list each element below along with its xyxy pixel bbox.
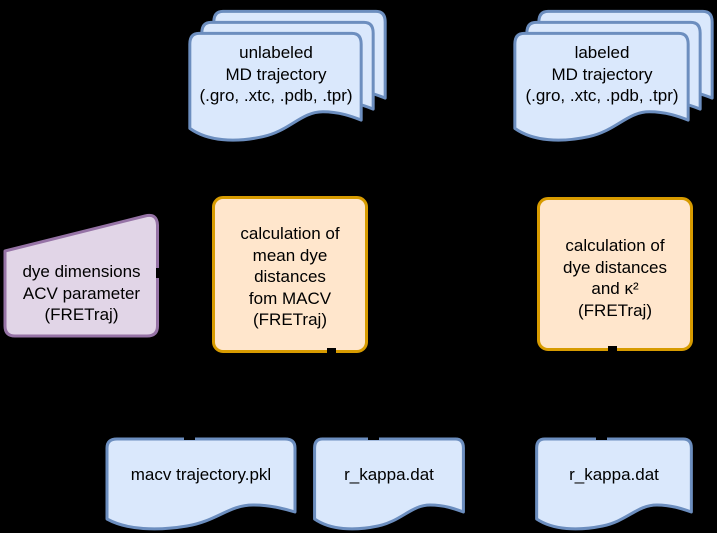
parameter-card-icon [3,213,159,338]
document-icon [313,437,465,533]
node-output-macv-pkl: macv trajectory.pkl [105,437,297,533]
document-page-front-icon [188,31,363,145]
connector-stub-param-out [156,268,165,278]
document-icon [105,437,297,533]
node-calc-macv: calculation of mean dye distances fom MA… [212,196,368,353]
connector-stub-calc-macv-out-right [327,348,336,355]
document-page-front-icon [513,31,690,145]
node-dye-parameters: dye dimensions ACV parameter (FRETraj) [3,212,160,339]
node-labeled-md-trajectory: labeled MD trajectory (.gro, .xtc, .pdb,… [513,9,717,145]
document-icon [535,437,693,533]
node-output-rkappa-center: r_kappa.dat [313,437,465,533]
node-output-rkappa-right: r_kappa.dat [535,437,693,533]
node-unlabeled-md-trajectory: unlabeled MD trajectory (.gro, .xtc, .pd… [188,9,388,145]
connector-stub-doc-macv-in [184,434,195,440]
node-calc-kappa: calculation of dye distances and κ² (FRE… [537,197,693,351]
calc-macv-label: calculation of mean dye distances fom MA… [240,224,340,329]
connector-stub-calc-macv-out-left [205,348,214,355]
connector-stub-doc-rkappa-center-in [368,434,379,440]
connector-stub-doc-rkappa-right-in [596,434,607,440]
connector-stub-calc-kappa-out [608,346,617,353]
calc-kappa-label: calculation of dye distances and κ² (FRE… [563,236,667,320]
